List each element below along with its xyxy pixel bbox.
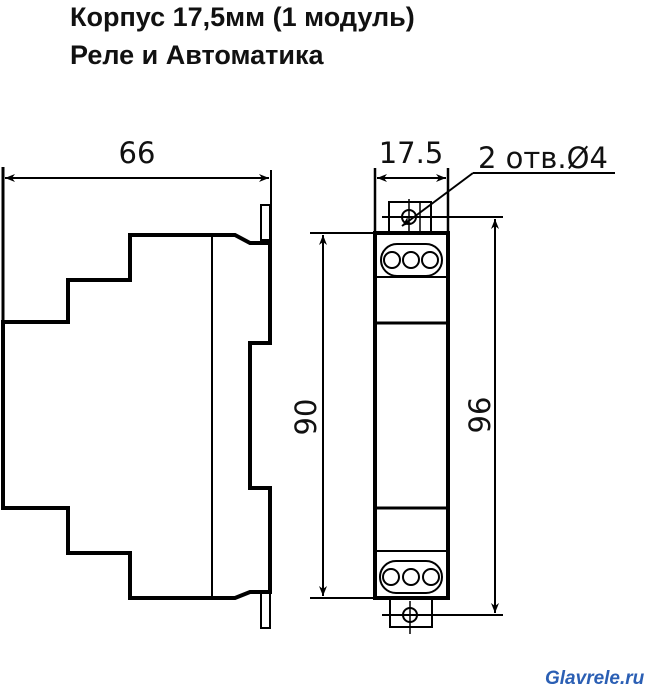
depth-label: 66 (119, 136, 156, 170)
body-height-label: 90 (289, 399, 323, 436)
holes-label: 2 отв.Ø4 (478, 141, 608, 175)
watermark: Glavrele.ru (545, 668, 645, 689)
front-view: 17.5 90 (289, 136, 615, 634)
side-view: 66 (1, 136, 272, 629)
title-line-1: Корпус 17,5мм (1 модуль) (70, 2, 415, 32)
top-terminal-block (380, 243, 443, 277)
total-height-label: 96 (463, 397, 497, 434)
bottom-terminal-block (379, 560, 443, 594)
width-label: 17.5 (379, 136, 444, 170)
title-line-2: Реле и Автоматика (70, 40, 324, 70)
